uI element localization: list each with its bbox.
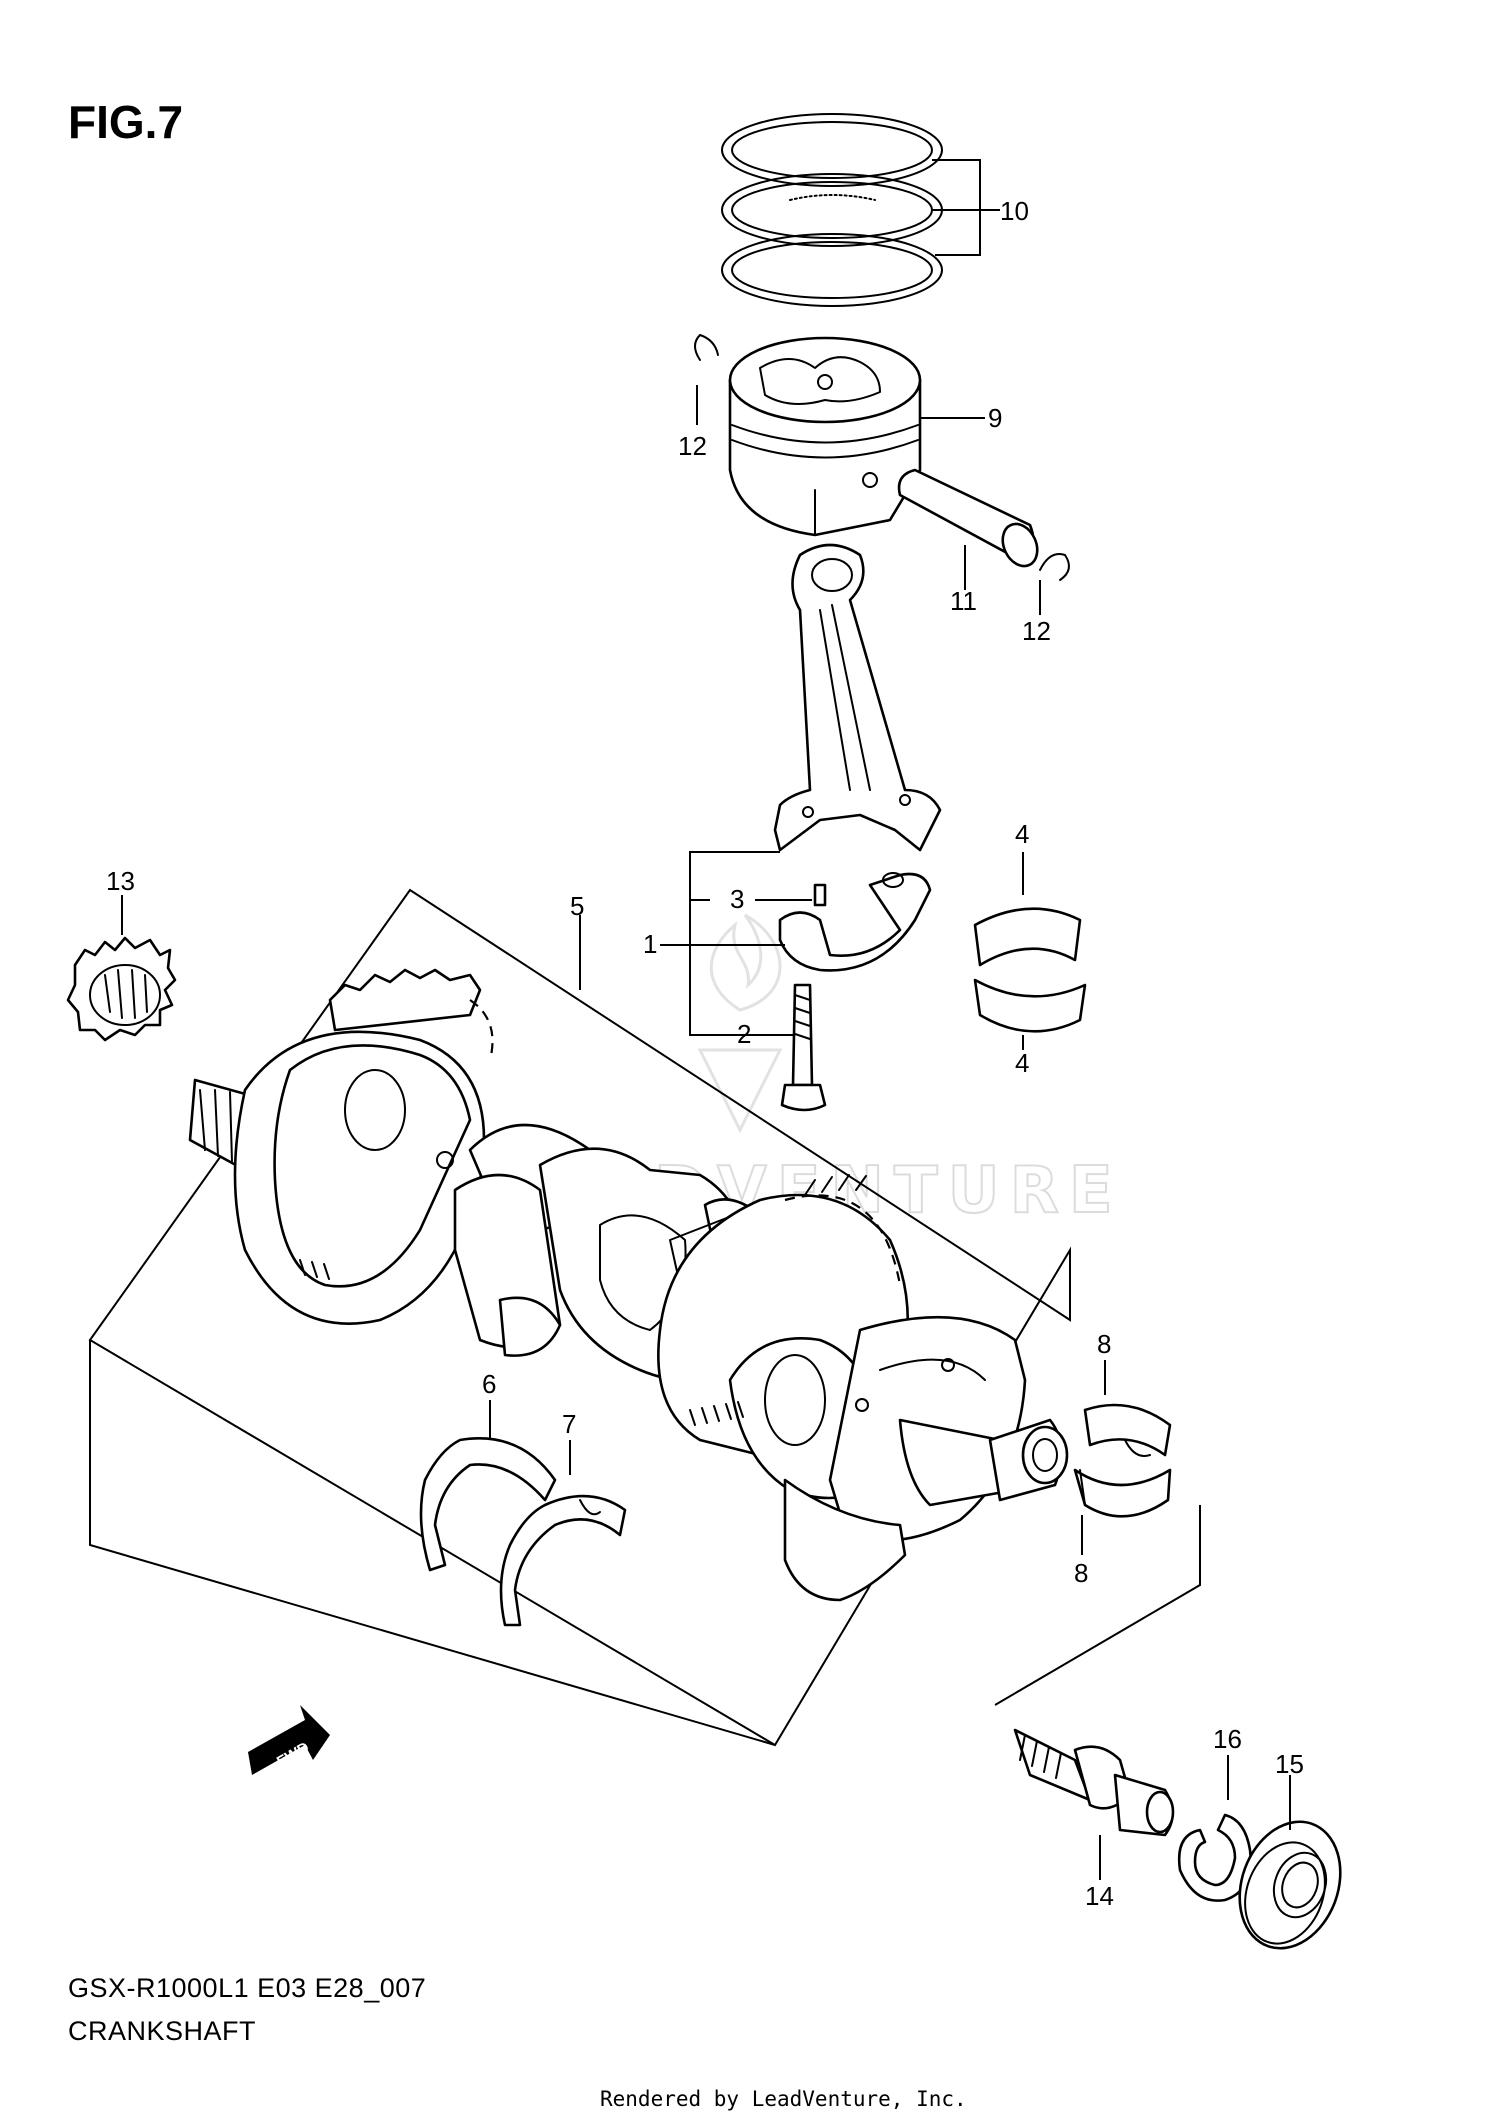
leader-1-bracket <box>689 851 780 1036</box>
leader-10 <box>932 159 981 256</box>
connecting-rod-cap <box>778 872 932 972</box>
callout-5: 5 <box>570 891 584 921</box>
callouts: 10 9 12 11 12 4 3 1 2 4 5 13 6 7 8 8 16 … <box>106 196 1304 1911</box>
callout-12-right: 12 <box>1022 616 1051 646</box>
lower-group-outline <box>994 1505 1201 1706</box>
figure-title: FIG.7 <box>68 96 183 148</box>
render-credit: Rendered by LeadVenture, Inc. <box>600 2087 967 2111</box>
circlip-right <box>1039 553 1070 581</box>
piston <box>728 336 922 537</box>
dowel-pin <box>813 883 827 907</box>
callout-11: 11 <box>950 586 977 616</box>
assembly-name: CRANKSHAFT <box>68 2016 256 2046</box>
crank-bolt <box>1013 1728 1175 1837</box>
callout-1: 1 <box>643 929 657 959</box>
callout-16: 16 <box>1213 1724 1242 1754</box>
callout-14: 14 <box>1085 1881 1114 1911</box>
circlip-16 <box>1177 1813 1252 1902</box>
crankshaft <box>188 968 1069 1602</box>
callout-8-top: 8 <box>1097 1329 1111 1359</box>
callout-10: 10 <box>1000 196 1029 226</box>
watermark-flame-logo <box>697 913 783 1134</box>
crankshaft-group-outline <box>88 888 1071 1747</box>
conrod-bearings <box>973 907 1087 1033</box>
callout-12-left: 12 <box>678 431 707 461</box>
callout-3: 3 <box>730 884 744 914</box>
circlip-left <box>694 334 719 361</box>
thrust-bearing-7 <box>499 1494 627 1627</box>
callout-6: 6 <box>482 1369 496 1399</box>
crank-journal-bearings <box>1073 1403 1172 1518</box>
callout-9: 9 <box>988 403 1002 433</box>
callout-7: 7 <box>562 1409 576 1439</box>
callout-4-top: 4 <box>1015 819 1029 849</box>
callout-4-bottom: 4 <box>1015 1048 1029 1078</box>
piston-pin <box>897 468 1039 568</box>
piston-rings <box>721 113 943 307</box>
connecting-rod <box>773 543 942 852</box>
starter-gear <box>66 936 177 1042</box>
callout-2: 2 <box>737 1019 751 1049</box>
callout-13: 13 <box>106 866 135 896</box>
callout-15: 15 <box>1275 1749 1304 1779</box>
model-code: GSX-R1000L1 E03 E28_007 <box>68 1973 426 2003</box>
callout-8-bottom: 8 <box>1074 1558 1088 1588</box>
fwd-direction-arrow: FWD <box>248 1705 330 1775</box>
thrust-bearing-6 <box>419 1437 557 1572</box>
oil-seal <box>1238 1820 1342 1950</box>
connecting-rod-bolt <box>780 983 827 1112</box>
